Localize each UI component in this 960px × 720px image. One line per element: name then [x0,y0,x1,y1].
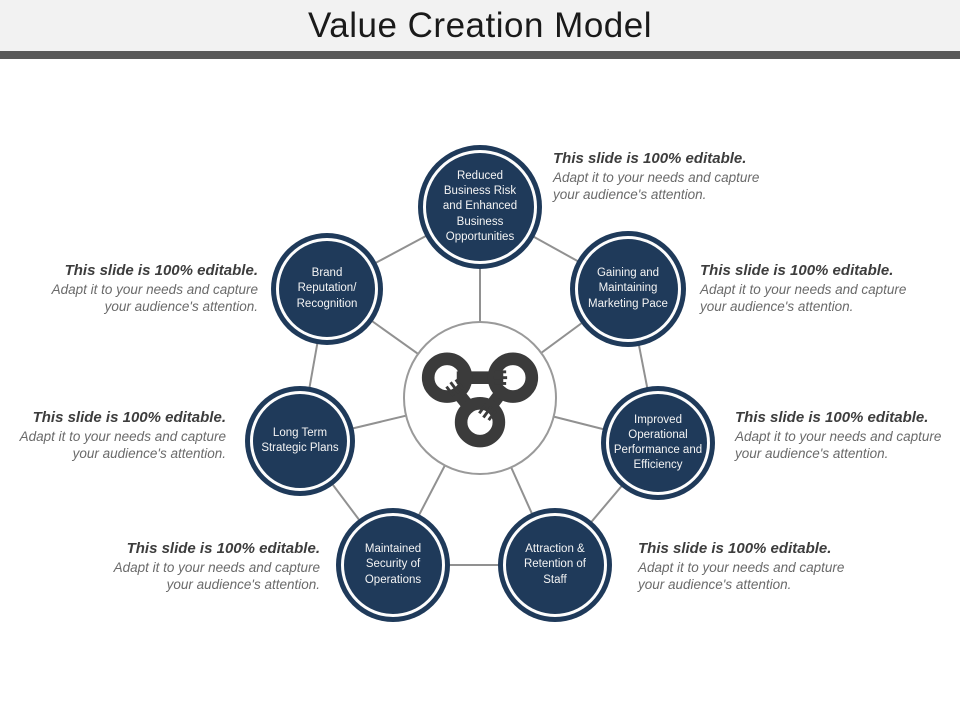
node-brand-reputation: Brand Reputation/ Recognition [271,233,383,345]
node-label: Reduced Business Risk and Enhanced Busin… [442,170,518,243]
caption-top-left: This slide is 100% editable. Adapt it to… [36,262,258,316]
caption-bold-text: This slide is 100% editable. [735,409,929,426]
caption-left: This slide is 100% editable. Adapt it to… [4,409,226,463]
caption-body-text: Adapt it to your needs and capture your … [700,282,907,315]
caption-bold-text: This slide is 100% editable. [64,262,258,279]
node-label: Long Term Strategic Plans [261,426,339,454]
slide-header: Value Creation Model [0,0,960,51]
caption-bold-text: This slide is 100% editable. [638,540,832,557]
caption-bold-text: This slide is 100% editable. [553,150,747,167]
caption-bold-text: This slide is 100% editable. [126,540,320,557]
caption-right: This slide is 100% editable. Adapt it to… [735,409,957,463]
node-label: Improved Operational Performance and Eff… [613,413,703,472]
caption-body-text: Adapt it to your needs and capture your … [638,560,845,593]
node-strategic-plans: Long Term Strategic Plans [245,386,355,496]
caption-top-right: This slide is 100% editable. Adapt it to… [700,262,922,316]
node-label: Gaining and Maintaining Marketing Pace [588,267,668,310]
node-label: Attraction & Retention of Staff [523,543,586,586]
node-marketing-pace: Gaining and Maintaining Marketing Pace [570,231,686,347]
caption-body-text: Adapt it to your needs and capture your … [51,282,258,315]
center-hub-circle [403,321,557,475]
caption-body-text: Adapt it to your needs and capture your … [113,560,320,593]
node-security-of-operations: Maintained Security of Operations [336,508,450,622]
title-underline-bar [0,51,960,59]
teamwork-hands-icon [421,352,539,448]
page-title: Value Creation Model [308,5,652,45]
node-reduced-business-risk: Reduced Business Risk and Enhanced Busin… [418,145,542,269]
caption-body-text: Adapt it to your needs and capture your … [553,170,760,203]
caption-top: This slide is 100% editable. Adapt it to… [553,150,775,204]
caption-bold-text: This slide is 100% editable. [32,409,226,426]
caption-body-text: Adapt it to your needs and capture your … [19,429,226,462]
caption-body-text: Adapt it to your needs and capture your … [735,429,942,462]
node-staff-retention: Attraction & Retention of Staff [498,508,612,622]
caption-bottom-left: This slide is 100% editable. Adapt it to… [98,540,320,594]
caption-bold-text: This slide is 100% editable. [700,262,894,279]
node-label: Brand Reputation/ Recognition [296,267,358,310]
caption-bottom-right: This slide is 100% editable. Adapt it to… [638,540,860,594]
node-label: Maintained Security of Operations [364,543,422,586]
node-operational-performance: Improved Operational Performance and Eff… [601,386,715,500]
